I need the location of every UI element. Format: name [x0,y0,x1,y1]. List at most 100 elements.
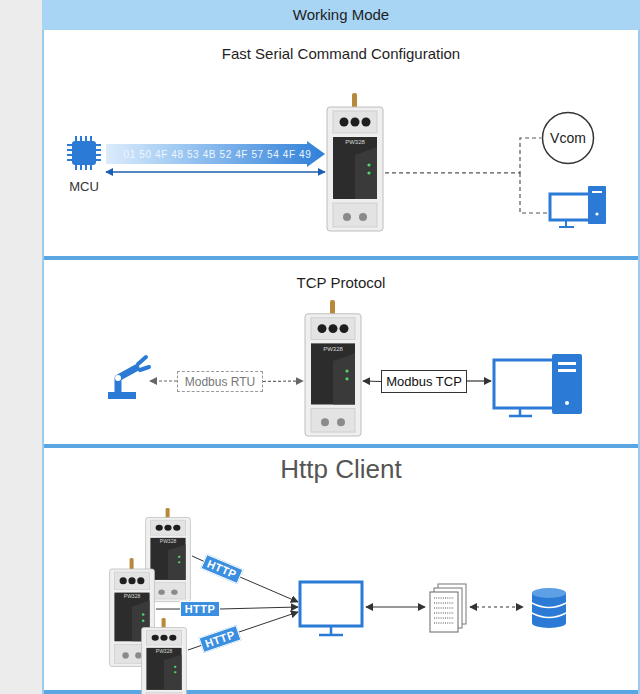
terminal-block [146,630,181,645]
panel-title: Http Client [42,454,640,485]
terminal-screw [321,418,329,426]
terminal-screw [120,577,127,584]
panel-title: Fast Serial Command Configuration [42,45,640,62]
link-line [192,556,204,561]
status-led [345,369,348,372]
database-rings [532,603,566,618]
protocol-tag: HTTP [200,554,243,584]
device-body [327,107,383,231]
status-led [174,666,177,668]
terminal-screw [158,589,164,594]
mode-panel: TCP ProtocolModbus RTUPW328Modbus TCP [42,260,640,448]
computer-monitor [550,194,590,220]
front-face [311,343,355,404]
status-led [345,377,348,380]
terminal-screw [152,635,159,641]
front-face [333,137,377,199]
dashed-arrow [150,380,177,381]
terminal-block [311,318,355,340]
status-led [174,671,177,673]
terminal-screw [164,525,171,531]
gateway-device: PW328 [325,93,385,233]
port-label: Vcom [541,111,595,165]
double-arrow [366,607,425,608]
face-bevel [168,545,186,580]
monitor-stand [509,409,532,416]
document-page [430,592,458,632]
terminal-screw [122,652,128,658]
monitor-stand [319,627,343,635]
terminal-screw [340,324,349,333]
status-led [142,613,145,616]
terminal-screw [135,652,141,658]
link-line [363,380,381,382]
terminal-screw [160,635,167,641]
protocol-label: Modbus TCP [382,371,466,392]
tower-slot [558,369,576,372]
din-rail-device [140,618,188,694]
din-rail-device [303,300,363,438]
link-line [188,646,201,651]
edge-label: 01 50 4F 48 53 4B 52 4F 57 54 4F 49 [124,149,312,160]
status-led [367,171,370,174]
terminal-block [333,111,377,133]
chip-pins [67,136,101,170]
tower-slot [592,191,602,193]
terminal-screw [318,324,327,333]
protocol-box: Modbus TCP [381,370,467,393]
chip-body [72,141,96,165]
robot-base [108,392,136,399]
terminal-block [150,520,185,535]
tower-slot [558,362,576,365]
database-bottom [532,618,566,628]
vcom-circle: Vcom [541,111,595,165]
device-body [305,314,361,436]
chip-label: MCU [52,179,116,194]
terminal-block [150,583,185,599]
terminal-block [114,572,149,589]
device-model: PW328 [144,539,192,544]
tag-label: HTTP [202,555,242,583]
status-led [142,620,145,623]
terminal-screw [362,118,371,127]
link-line [106,171,325,173]
device-body [142,628,187,694]
device-model: PW328 [325,139,385,145]
terminal-screw [359,213,367,221]
protocol-tag: HTTP [180,601,220,617]
document-grid [434,598,454,623]
protocol-label: Modbus RTU [178,372,262,391]
terminal-block [311,408,355,432]
gateway-device: PW328 [140,618,188,694]
din-rail-device [325,93,385,233]
robot-joint [115,375,121,381]
computer-tower [552,354,582,414]
robot-gripper [138,357,149,370]
terminal-screw [329,324,338,333]
terminal-screw [337,418,345,426]
device-model: PW328 [140,649,188,654]
terminal-screw [171,589,177,594]
terminal-screw [351,118,360,127]
face-bevel [355,147,377,199]
terminal-screw [343,213,351,221]
gateway-device: PW328 [303,300,363,438]
status-led [367,163,370,166]
face-bevel [333,353,355,404]
dashed-lead [520,173,548,213]
side-strip [0,0,42,694]
computer-monitor [494,360,558,408]
terminal-screw [137,577,144,584]
header-band [42,0,640,30]
mode-panel: Fast Serial Command ConfigurationMCU PW32… [42,30,640,260]
terminal-screw [173,525,180,531]
dashed-double-arrow [470,607,523,608]
mcu-chip: MCU [62,132,106,194]
database-top [532,588,566,598]
computer-tower [588,186,606,224]
link-line [156,609,180,610]
monitor-stand [559,221,574,227]
status-led [178,561,181,563]
tower-button [595,212,598,215]
